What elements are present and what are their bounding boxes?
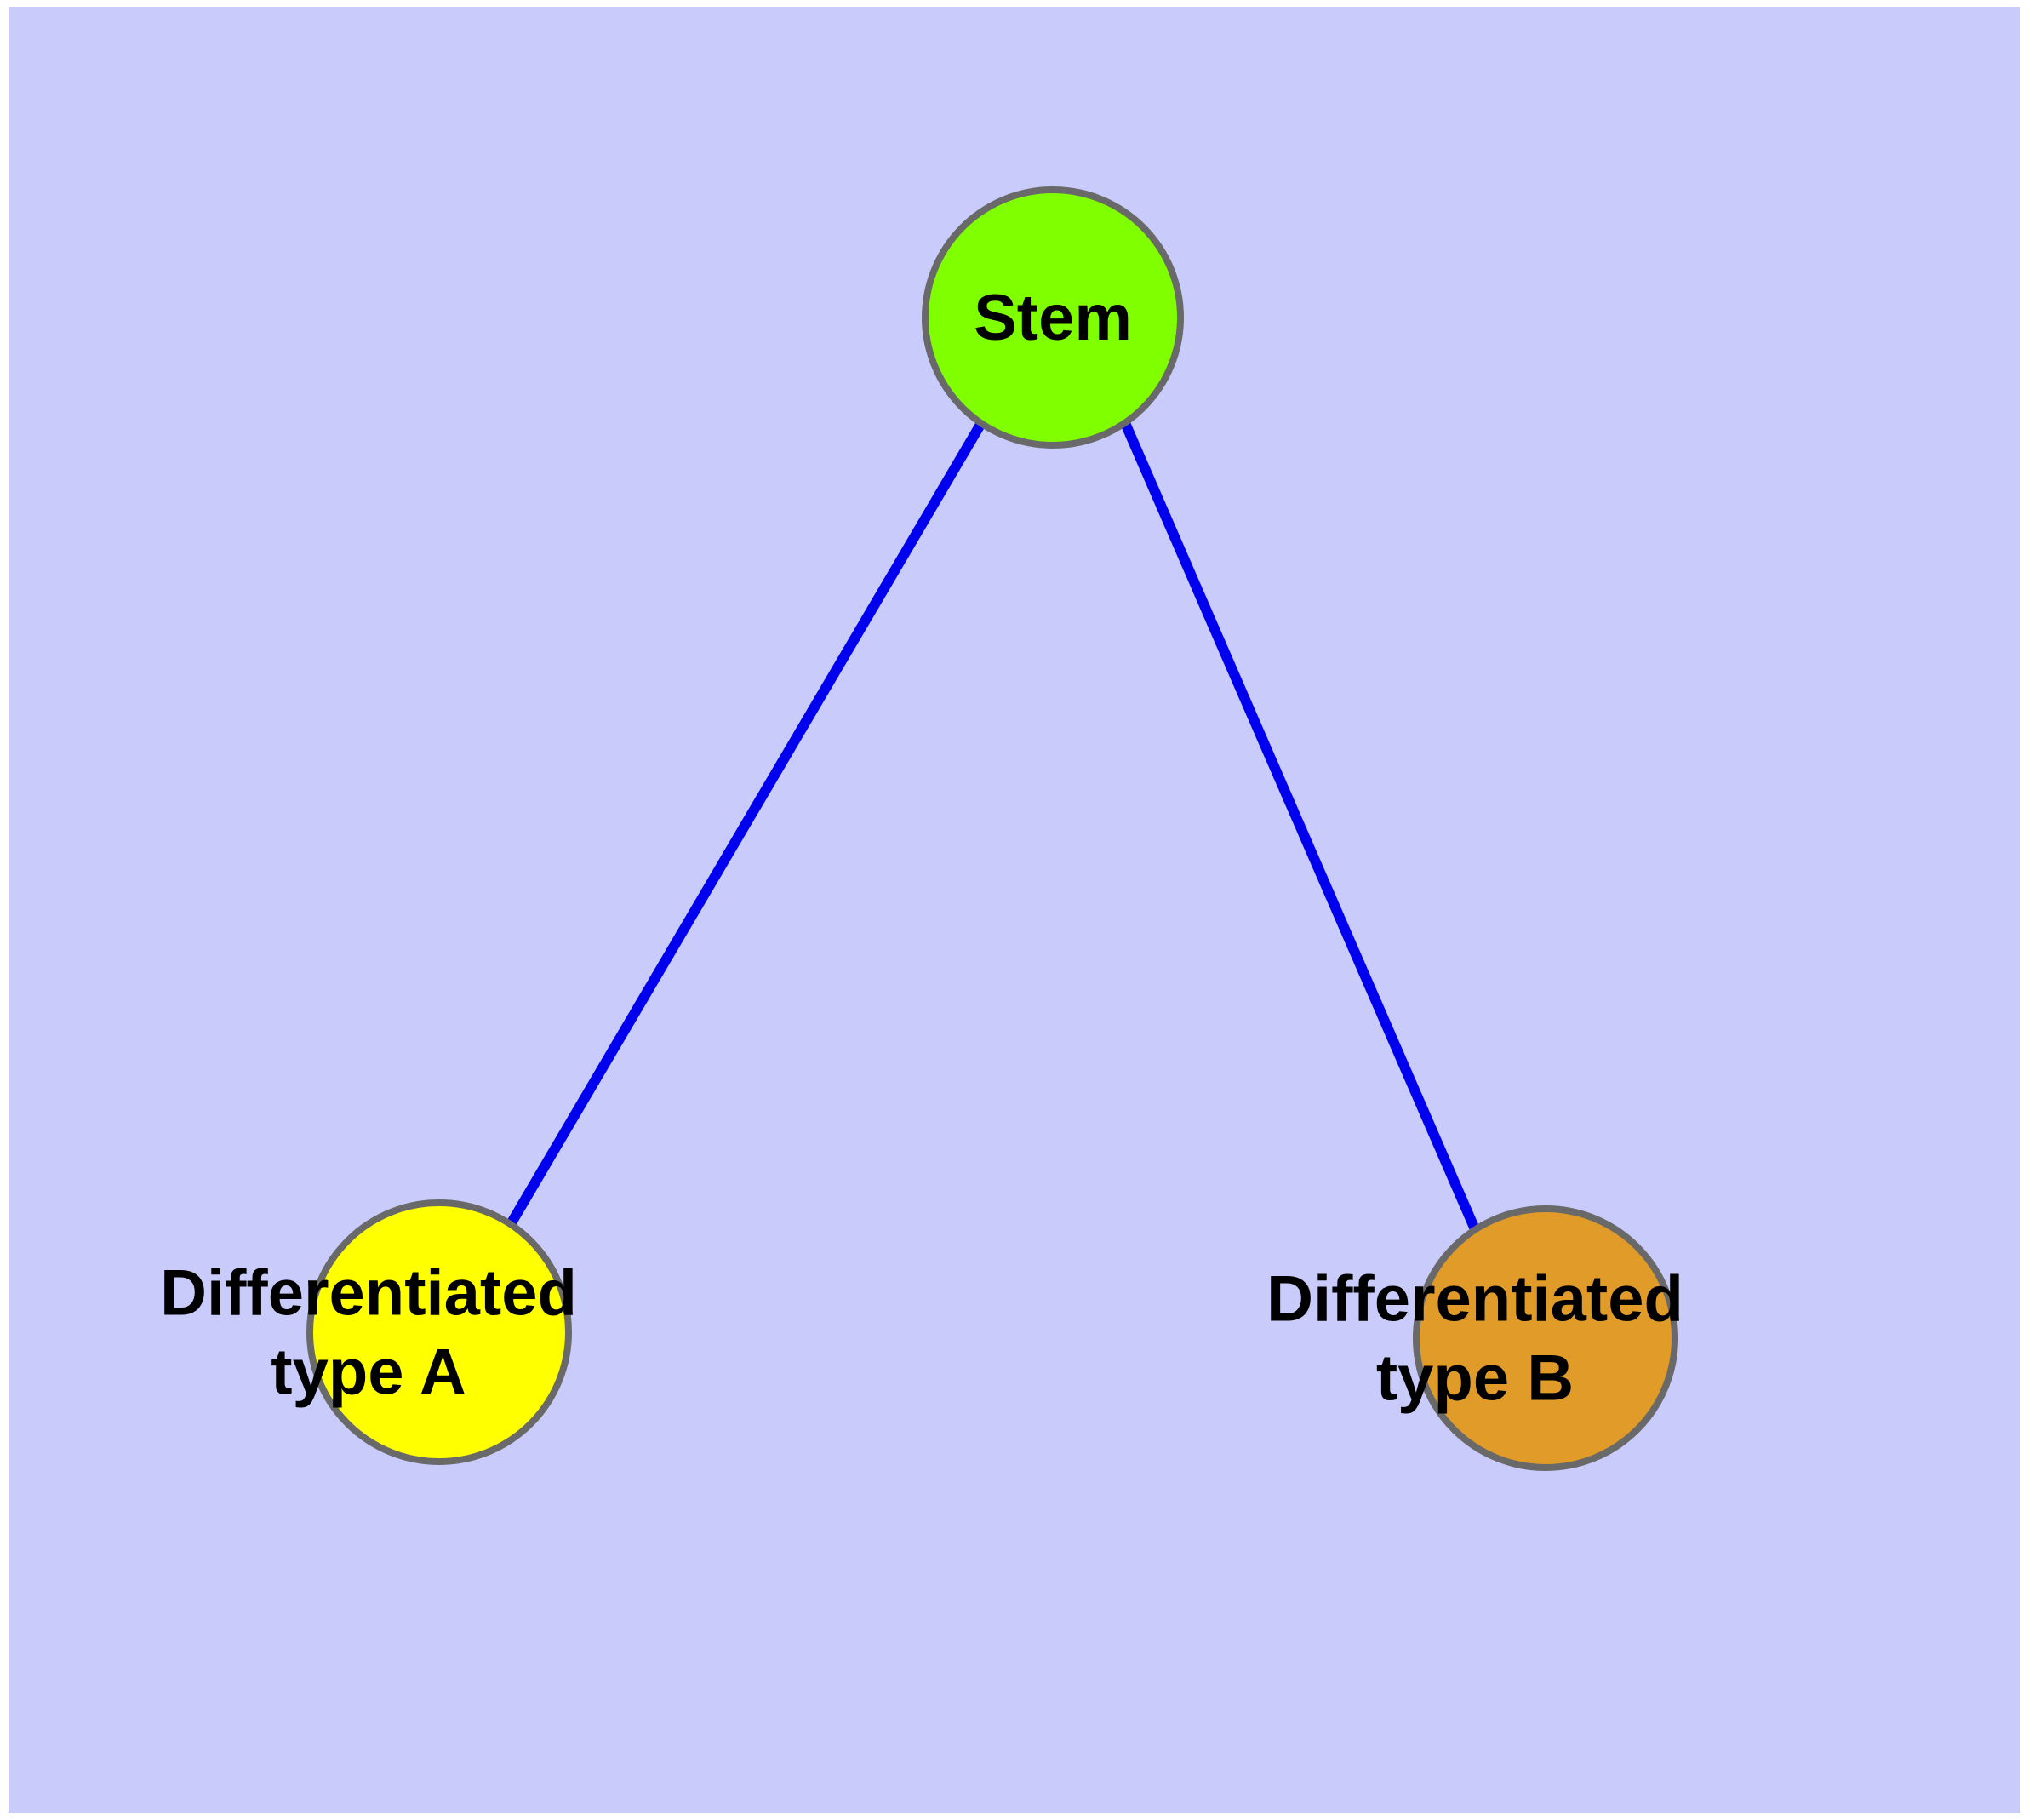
node-label-line: type A [271,1336,466,1408]
node-label-line: Differentiated [1266,1262,1683,1335]
node-label-line: Differentiated [160,1256,577,1329]
node-circle-stem[interactable] [922,186,1184,449]
node-circle-diff_b[interactable] [1413,1205,1678,1471]
graph-edge-stem-to-diff_b[interactable] [1120,421,1480,1232]
edges-layer [506,420,1480,1232]
graph-edge-stem-to-diff_a[interactable] [506,420,986,1228]
node-label-stem: Stem [974,282,1132,354]
node-label-line: type B [1376,1342,1574,1414]
node-label-line: Stem [974,282,1132,354]
node-circle-diff_a[interactable] [306,1199,572,1465]
graph-node-stem[interactable]: Stem [922,186,1184,449]
